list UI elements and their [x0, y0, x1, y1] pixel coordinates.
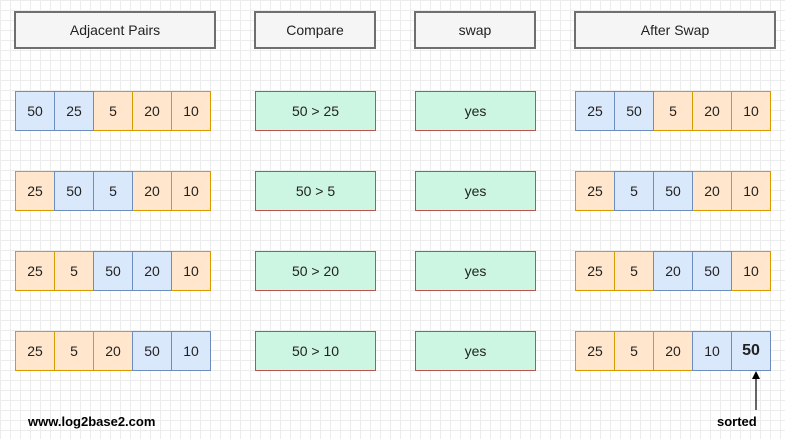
swap-box: yes [415, 91, 536, 131]
array-cell: 10 [731, 251, 771, 291]
array-cell: 10 [171, 91, 211, 131]
array-cell: 50 [54, 171, 94, 211]
header-after-swap: After Swap [574, 11, 776, 49]
swap-box: yes [415, 251, 536, 291]
array-cell: 50 [132, 331, 172, 371]
array-cell: 25 [15, 171, 55, 211]
array-cell: 25 [575, 251, 615, 291]
array-cell: 10 [171, 251, 211, 291]
array-cell: 20 [653, 251, 693, 291]
swap-box: yes [415, 331, 536, 371]
array-cell: 20 [93, 331, 133, 371]
header-adjacent-pairs: Adjacent Pairs [14, 11, 216, 49]
array-cell: 50 [731, 331, 771, 371]
array-cell: 20 [132, 91, 172, 131]
swap-box: yes [415, 171, 536, 211]
array-cell: 5 [93, 91, 133, 131]
compare-box: 50 > 5 [255, 171, 376, 211]
array-cell: 50 [614, 91, 654, 131]
array-cell: 5 [614, 251, 654, 291]
array-cell: 10 [731, 91, 771, 131]
array-cell: 5 [653, 91, 693, 131]
array-cell: 5 [614, 331, 654, 371]
compare-box: 50 > 10 [255, 331, 376, 371]
header-compare: Compare [254, 11, 376, 49]
sorted-label: sorted [717, 414, 757, 429]
array-cell: 50 [15, 91, 55, 131]
array-cell: 25 [54, 91, 94, 131]
array-cell: 10 [171, 171, 211, 211]
array-cell: 25 [575, 331, 615, 371]
array-cell: 5 [54, 331, 94, 371]
array-cell: 25 [15, 331, 55, 371]
array-cell: 20 [132, 251, 172, 291]
array-cell: 50 [692, 251, 732, 291]
array-cell: 25 [575, 171, 615, 211]
array-cell: 20 [653, 331, 693, 371]
site-url: www.log2base2.com [28, 414, 156, 429]
compare-box: 50 > 20 [255, 251, 376, 291]
array-cell: 50 [653, 171, 693, 211]
array-cell: 5 [93, 171, 133, 211]
header-swap: swap [414, 11, 536, 49]
array-cell: 5 [614, 171, 654, 211]
array-cell: 25 [15, 251, 55, 291]
array-cell: 20 [132, 171, 172, 211]
array-cell: 10 [171, 331, 211, 371]
array-cell: 5 [54, 251, 94, 291]
array-cell: 10 [692, 331, 732, 371]
compare-box: 50 > 25 [255, 91, 376, 131]
array-cell: 20 [692, 171, 732, 211]
array-cell: 20 [692, 91, 732, 131]
array-cell: 25 [575, 91, 615, 131]
sorted-arrow-icon [752, 371, 760, 410]
array-cell: 10 [731, 171, 771, 211]
array-cell: 50 [93, 251, 133, 291]
